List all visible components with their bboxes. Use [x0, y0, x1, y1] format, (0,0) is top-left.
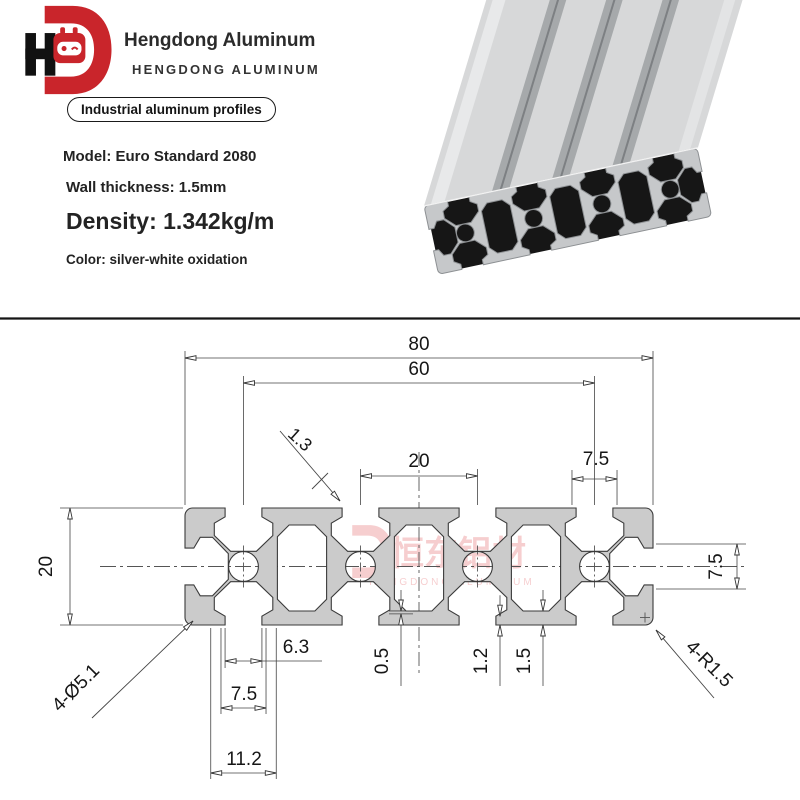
dim-height-label: 20: [36, 556, 57, 577]
dim-slot-span: 60: [243, 359, 595, 505]
profile: [184, 507, 654, 626]
brand-subtitle: HENGDONG ALUMINUM: [132, 62, 320, 77]
robot-face-icon: [53, 27, 86, 64]
dim-bottom-opening-label: 6.3: [283, 637, 309, 658]
spec-wall-thickness: Wall thickness: 1.5mm: [66, 179, 227, 196]
dim-overall-width-label: 80: [408, 334, 429, 355]
dim-bottom-slot-width-label: 7.5: [231, 684, 257, 705]
dim-step: 0.5: [372, 589, 404, 686]
dim-step-label: 0.5: [372, 648, 393, 674]
dim-base-wall-label: 1.5: [514, 648, 535, 674]
profile-cross-section: [184, 507, 654, 626]
render-cross-section: [424, 148, 712, 274]
brand-logo: [25, 5, 112, 95]
centerlines: [100, 452, 744, 676]
dim-lip: 1.2: [471, 595, 503, 686]
brand-name: Hengdong Aluminum: [124, 30, 316, 51]
callout-bores: 4-Ø5.1: [48, 620, 194, 719]
spec-density: Density: 1.342kg/m: [66, 208, 275, 234]
dim-base-wall: 1.5: [514, 589, 546, 686]
dim-bottom-slot-outer-label: 11.2: [226, 749, 262, 770]
letter-h-mark: [25, 33, 56, 76]
dim-wall-thickness-label: 1.3: [284, 424, 316, 456]
dim-top-slot-width-label: 7.5: [583, 449, 609, 470]
dim-wall-thickness: 1.3: [279, 424, 341, 502]
dim-overall-width: 80: [184, 334, 654, 505]
dim-top-slot-width: 7.5: [571, 449, 618, 505]
tagline-pill: Industrial aluminum profiles: [67, 97, 276, 122]
callout-bores-label: 4-Ø5.1: [48, 660, 104, 716]
letter-d-mark: [44, 5, 112, 95]
spec-model: Model: Euro Standard 2080: [63, 148, 257, 165]
dim-side-slot-width: 7.5: [656, 543, 746, 590]
dim-bottom-slot-width: 7.5: [220, 628, 267, 714]
dim-pitch: 20: [360, 451, 478, 505]
dim-bottom-opening: 6.3: [224, 628, 322, 668]
callout-corner-radius-label: 4-R1.5: [681, 637, 736, 692]
dim-side-slot-width-label: 7.5: [706, 553, 727, 579]
spec-color: Color: silver-white oxidation: [66, 252, 248, 267]
dim-slot-span-label: 60: [408, 359, 429, 380]
dim-bottom-slot-outer: 11.2: [210, 628, 277, 779]
product-render-3d: [423, 0, 764, 274]
dim-pitch-label: 20: [408, 451, 429, 472]
tagline-text: Industrial aluminum profiles: [81, 102, 262, 117]
dim-height: 20: [36, 507, 183, 626]
dim-lip-label: 1.2: [471, 648, 492, 674]
callout-corner-radius: 4-R1.5: [640, 612, 736, 699]
